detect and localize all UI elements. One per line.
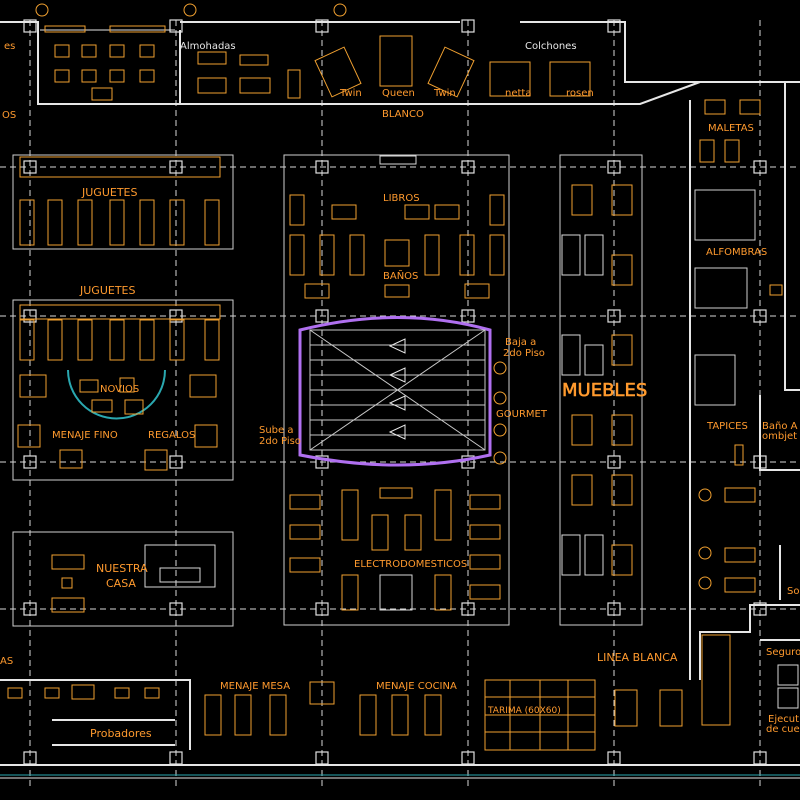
structural-grid — [0, 20, 800, 790]
label-nuestra: NUESTRA — [96, 562, 148, 575]
label-baja-line2: 2do Piso — [503, 348, 545, 359]
label-colchones: Colchones — [525, 41, 577, 52]
label-twin-1: Twin — [339, 88, 362, 99]
area-labels: Almohadas Colchones Twin Queen Twin nett… — [0, 41, 800, 740]
fixtures — [7, 3, 799, 751]
label-tarima: TARIMA (60X60) — [487, 706, 561, 716]
label-edge-left-2: OS — [2, 110, 16, 121]
label-libros: LIBROS — [383, 193, 420, 204]
label-gourmet: GOURMET — [496, 409, 548, 420]
label-novios: NOVIOS — [100, 384, 139, 395]
label-linea-blanca: LINEA BLANCA — [597, 651, 678, 664]
label-juguetes-1: JUGUETES — [81, 186, 137, 199]
label-seguro: Seguro — [766, 647, 800, 658]
label-banos: BAÑOS — [383, 269, 418, 282]
label-probadores: Probadores — [90, 727, 152, 740]
label-edge-left-3: AS — [0, 656, 13, 667]
label-sube-line2: 2do Piso — [259, 436, 301, 447]
label-edge-right-1: So — [787, 586, 799, 597]
zone-outlines — [12, 154, 756, 627]
label-sube-line1: Sube a — [259, 425, 294, 436]
label-electrodomesticos: ELECTRODOMESTICOS — [354, 559, 467, 570]
label-muebles: MUEBLES — [562, 380, 647, 401]
label-blanco: BLANCO — [382, 109, 424, 120]
label-juguetes-2: JUGUETES — [79, 284, 135, 297]
label-edge-left-1: es — [4, 41, 15, 52]
label-ejecut-line2: de cue — [766, 724, 800, 735]
label-twin-2: Twin — [433, 88, 456, 99]
label-menaje-fino: MENAJE FINO — [52, 430, 118, 441]
exterior-walls — [0, 21, 800, 779]
label-alfombras: ALFOMBRAS — [706, 247, 767, 258]
label-netta: netta — [505, 88, 531, 99]
escalator — [298, 316, 492, 467]
label-tapices: TAPICES — [706, 421, 748, 432]
label-menaje-mesa: MENAJE MESA — [220, 681, 290, 692]
label-casa: CASA — [106, 577, 136, 590]
label-regalos: REGALOS — [148, 430, 195, 441]
novios-display — [67, 369, 166, 420]
label-baja-line1: Baja a — [505, 337, 536, 348]
label-bano-a-line1: Baño A — [762, 421, 798, 432]
label-queen: Queen — [382, 88, 415, 99]
label-almohadas: Almohadas — [180, 41, 236, 52]
label-bano-a-line2: ombjet — [762, 431, 797, 442]
label-maletas: MALETAS — [708, 123, 754, 134]
label-rosen: rosen — [566, 88, 594, 99]
label-menaje-cocina: MENAJE COCINA — [376, 681, 457, 692]
label-ejecut-line1: Ejecut — [768, 714, 799, 725]
structural-columns — [23, 19, 767, 765]
